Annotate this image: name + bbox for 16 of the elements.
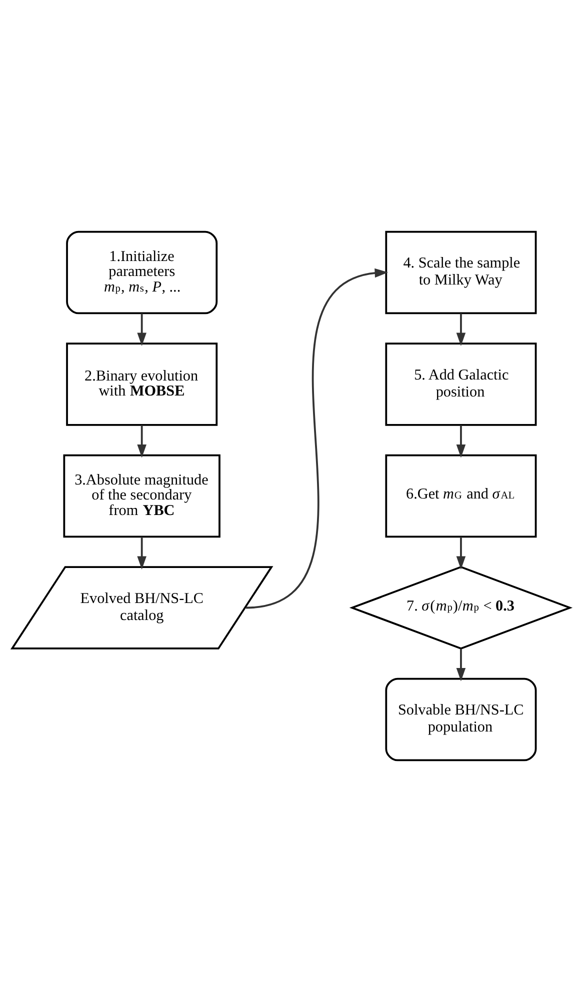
node-box: 6.Get mG and σAL — [385, 454, 537, 538]
node-box: 4. Scale the sample to Milky Way — [385, 230, 537, 314]
node-box: 2.Binary evolution with MOBSE — [66, 342, 218, 426]
node-box: Solvable BH/NS-LC population — [385, 678, 537, 762]
node-box: 3.Absolute magnitude of the secondary from YBC — [63, 454, 220, 538]
node-diamond: 7. σ(mp)/mp < 0.3 — [349, 566, 573, 650]
arrow — [137, 313, 146, 346]
arrow — [137, 425, 146, 458]
node-box: 1.Initialize parameters mp, ms, P, ... — [66, 230, 218, 314]
arrow — [137, 536, 146, 570]
node-box: 5. Add Galactic position — [385, 342, 537, 426]
arrow — [456, 648, 466, 682]
arrow — [456, 536, 466, 570]
arrow — [456, 313, 466, 346]
arrow — [456, 425, 466, 458]
arrow — [246, 268, 388, 609]
